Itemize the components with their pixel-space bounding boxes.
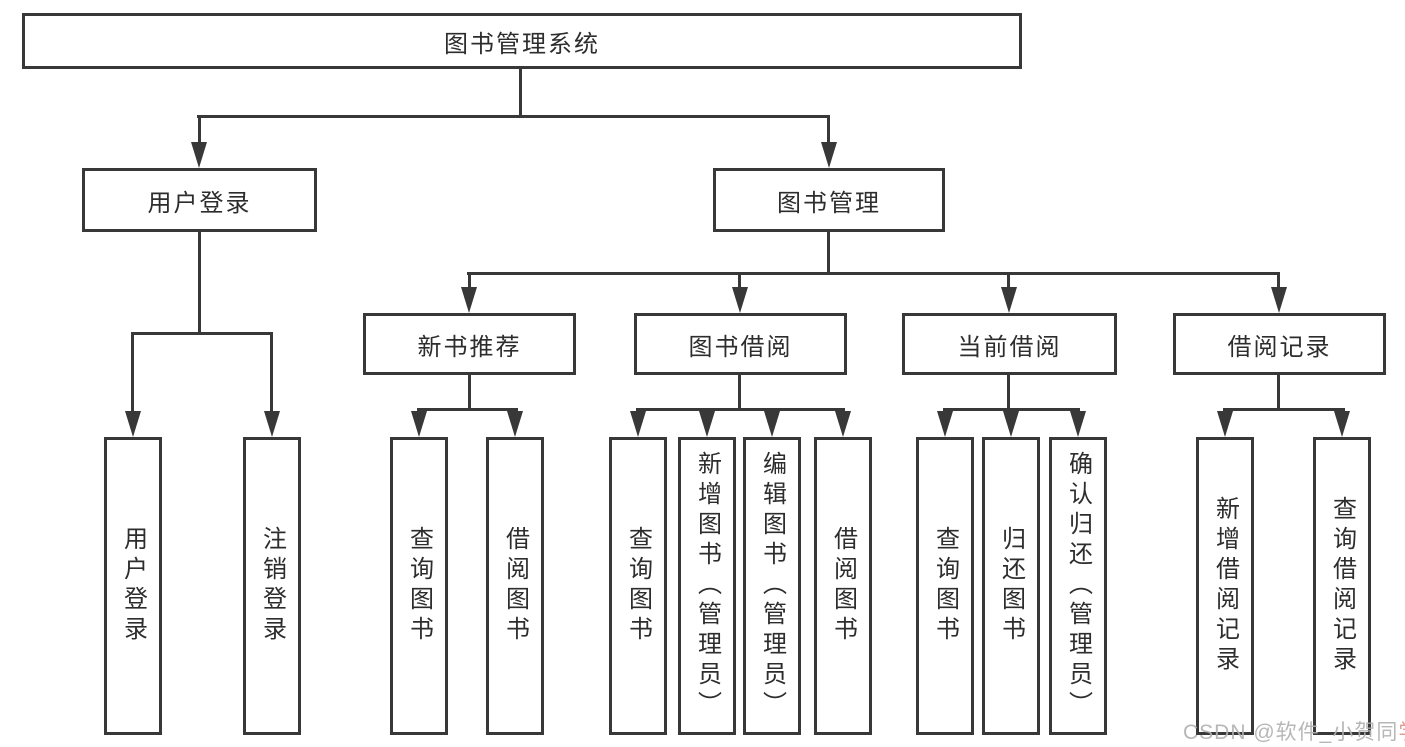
leaf-user-login: 用户登录: [104, 437, 162, 735]
node-book-management: 图书管理: [713, 168, 945, 232]
connector-line: [131, 332, 273, 335]
leaf-borrow-book-2: 借阅图书: [814, 437, 872, 735]
leaf-confirm-return-admin: 确认归还（管理员）: [1049, 437, 1107, 735]
leaf-return-book: 归还图书: [982, 437, 1040, 735]
connector-line: [468, 272, 471, 289]
leaf-query-borrow-record: 查询借阅记录: [1313, 437, 1371, 735]
connector-line: [519, 69, 522, 116]
arrow-down-icon: [630, 411, 646, 437]
node-root: 图书管理系统: [22, 13, 1022, 69]
leaf-logout: 注销登录: [243, 437, 301, 735]
leaf-add-book-admin: 新增图书（管理员）: [678, 437, 736, 735]
connector-line: [636, 408, 845, 411]
leaf-add-borrow-record: 新增借阅记录: [1196, 437, 1254, 735]
connector-line: [468, 375, 471, 411]
leaf-borrow-book-1: 借阅图书: [486, 437, 544, 735]
leaf-query-book-2: 查询图书: [609, 437, 667, 735]
connector-line: [417, 408, 518, 411]
arrow-down-icon: [1217, 411, 1233, 437]
node-borrow-records: 借阅记录: [1173, 313, 1386, 375]
arrow-down-icon: [732, 287, 748, 313]
arrow-down-icon: [264, 411, 280, 437]
arrow-down-icon: [1001, 287, 1017, 313]
node-user-login-branch: 用户登录: [82, 168, 317, 232]
watermark-text: CSDN @软件_小贺同: [1183, 721, 1399, 744]
leaf-query-book-1: 查询图书: [390, 437, 448, 735]
node-book-borrow: 图书借阅: [634, 313, 847, 375]
connector-line: [198, 232, 201, 335]
connector-line: [1223, 408, 1345, 411]
connector-line: [197, 115, 830, 118]
connector-line: [1277, 272, 1280, 289]
connector-line: [738, 375, 741, 411]
arrow-down-icon: [1271, 287, 1287, 313]
node-current-borrow: 当前借阅: [902, 313, 1117, 375]
arrow-down-icon: [764, 411, 780, 437]
arrow-down-icon: [1003, 411, 1019, 437]
connector-line: [198, 115, 201, 144]
connector-line: [943, 408, 1080, 411]
node-new-book-recommend: 新书推荐: [363, 313, 576, 375]
connector-line: [1277, 375, 1280, 411]
connector-line: [467, 272, 1280, 275]
connector-line: [1007, 272, 1010, 289]
arrow-down-icon: [461, 287, 477, 313]
arrow-down-icon: [835, 411, 851, 437]
connector-line: [1007, 375, 1010, 411]
arrow-down-icon: [507, 411, 523, 437]
connector-line: [738, 272, 741, 289]
arrow-down-icon: [699, 411, 715, 437]
leaf-edit-book-admin: 编辑图书（管理员）: [743, 437, 801, 735]
arrow-down-icon: [821, 142, 837, 168]
arrow-down-icon: [1070, 411, 1086, 437]
arrow-down-icon: [125, 411, 141, 437]
arrow-down-icon: [191, 142, 207, 168]
connector-line: [131, 332, 134, 412]
watermark: CSDN @软件_小贺同学: [1183, 716, 1405, 746]
connector-line: [827, 232, 830, 275]
arrow-down-icon: [1334, 411, 1350, 437]
arrow-down-icon: [411, 411, 427, 437]
leaf-query-book-3: 查询图书: [916, 437, 974, 735]
connector-line: [827, 115, 830, 144]
connector-line: [270, 332, 273, 412]
watermark-accent-text: 学: [1398, 721, 1405, 744]
arrow-down-icon: [937, 411, 953, 437]
